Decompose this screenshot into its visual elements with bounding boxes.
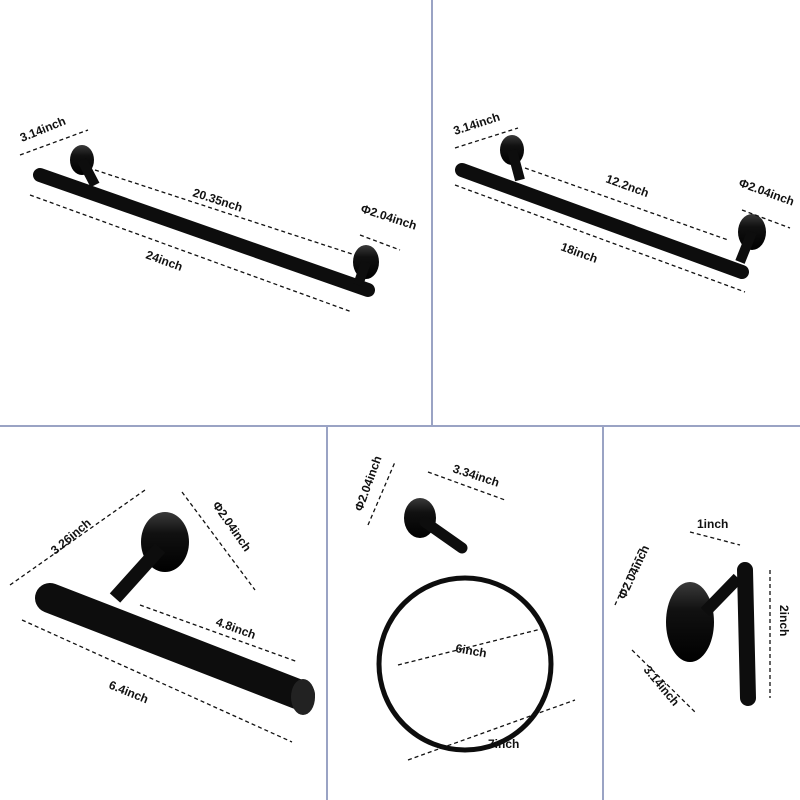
label-total-length: 6.4inch bbox=[107, 678, 151, 706]
label-base-diameter: Φ2.04inch bbox=[352, 454, 385, 513]
label-base-diameter: Φ2.04inch bbox=[615, 543, 652, 601]
dimension-line bbox=[454, 184, 746, 293]
mount-base bbox=[666, 582, 714, 662]
dimension-line bbox=[741, 209, 791, 229]
dimension-line bbox=[181, 491, 256, 591]
dimension-line bbox=[29, 194, 353, 313]
label-total-length: 18inch bbox=[559, 240, 600, 266]
panel-towel-ring: Φ2.04inch 3.34inch 6inch 7inch bbox=[352, 454, 576, 761]
label-height: 2inch bbox=[777, 605, 791, 636]
dimension-line bbox=[21, 619, 293, 743]
dimension-line bbox=[19, 129, 89, 156]
panel-robe-hook: 1inch Φ2.04inch 2inch 3.14inch bbox=[614, 517, 791, 713]
dimension-line bbox=[524, 167, 729, 241]
label-depth: 3.14inch bbox=[641, 663, 683, 709]
holder-rod bbox=[35, 583, 315, 710]
dimension-line bbox=[359, 234, 401, 251]
label-depth: 3.26inch bbox=[48, 516, 94, 558]
label-base-diameter: Φ2.04inch bbox=[210, 499, 255, 554]
dimension-line bbox=[407, 699, 576, 761]
label-inner-diameter: 6inch bbox=[454, 641, 487, 660]
dimension-line bbox=[689, 531, 741, 546]
mount-post-left bbox=[507, 148, 525, 182]
mount-post-right bbox=[735, 230, 757, 264]
panel-paper-holder: 3.26inch Φ2.04inch 4.8inch 6.4inch bbox=[9, 489, 315, 743]
label-usable-length: 4.8inch bbox=[214, 615, 258, 642]
label-base-diameter: Φ2.04inch bbox=[737, 176, 796, 209]
label-mount-spacing: 12.2nch bbox=[604, 172, 651, 200]
label-base-diameter: Φ2.04inch bbox=[359, 202, 418, 233]
panel-towel-bar-18: 3.14inch 12.2nch 18inch Φ2.04inch bbox=[452, 110, 796, 293]
dimension-line bbox=[94, 169, 356, 256]
dimension-line bbox=[367, 461, 396, 526]
towel-bar-rod bbox=[455, 163, 749, 279]
label-total-length: 24inch bbox=[144, 248, 185, 274]
label-outer-width: 7inch bbox=[488, 737, 519, 751]
dimension-line bbox=[631, 649, 696, 713]
ring-arm bbox=[419, 516, 468, 554]
label-hook-width: 1inch bbox=[697, 517, 728, 531]
towel-ring bbox=[376, 575, 554, 753]
rod-end-cap bbox=[291, 679, 315, 715]
dimension-line bbox=[614, 547, 641, 606]
hook-arm bbox=[700, 573, 743, 617]
label-mount-depth: 3.14inch bbox=[452, 110, 502, 138]
hook-post bbox=[737, 562, 756, 706]
mount-post-left bbox=[77, 157, 100, 188]
label-depth: 3.34inch bbox=[451, 462, 501, 490]
towel-bar-rod bbox=[33, 168, 375, 297]
holder-arm bbox=[109, 543, 166, 603]
dimension-line bbox=[397, 627, 546, 666]
mount-post-right bbox=[353, 260, 371, 287]
panel-towel-bar-24: 3.14inch 20.35nch 24inch Φ2.04inch bbox=[18, 114, 418, 313]
